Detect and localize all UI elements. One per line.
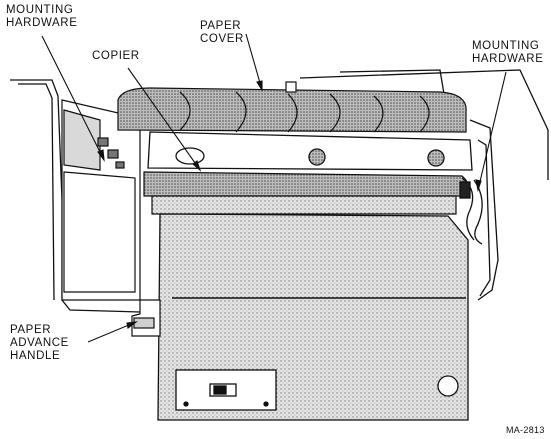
mounting-hardware-left-label: MOUNTING HARDWARE [6,4,78,29]
paper-roll [117,81,467,133]
right-mounting-hardware [459,177,483,245]
copier-label: COPIER [92,50,140,62]
paper-advance-handle-label: PAPER ADVANCE HANDLE [10,324,69,362]
leader-lines [41,33,507,343]
front-cover [157,213,469,421]
paper-cover-label: PAPER COVER [200,20,244,45]
figure-number: MA-2813 [506,425,545,435]
mounting-hardware-right-label: MOUNTING HARDWARE [472,40,544,65]
left-side-frame [61,99,141,301]
paper-advance-handle [131,299,161,337]
platen-roller [143,171,469,215]
